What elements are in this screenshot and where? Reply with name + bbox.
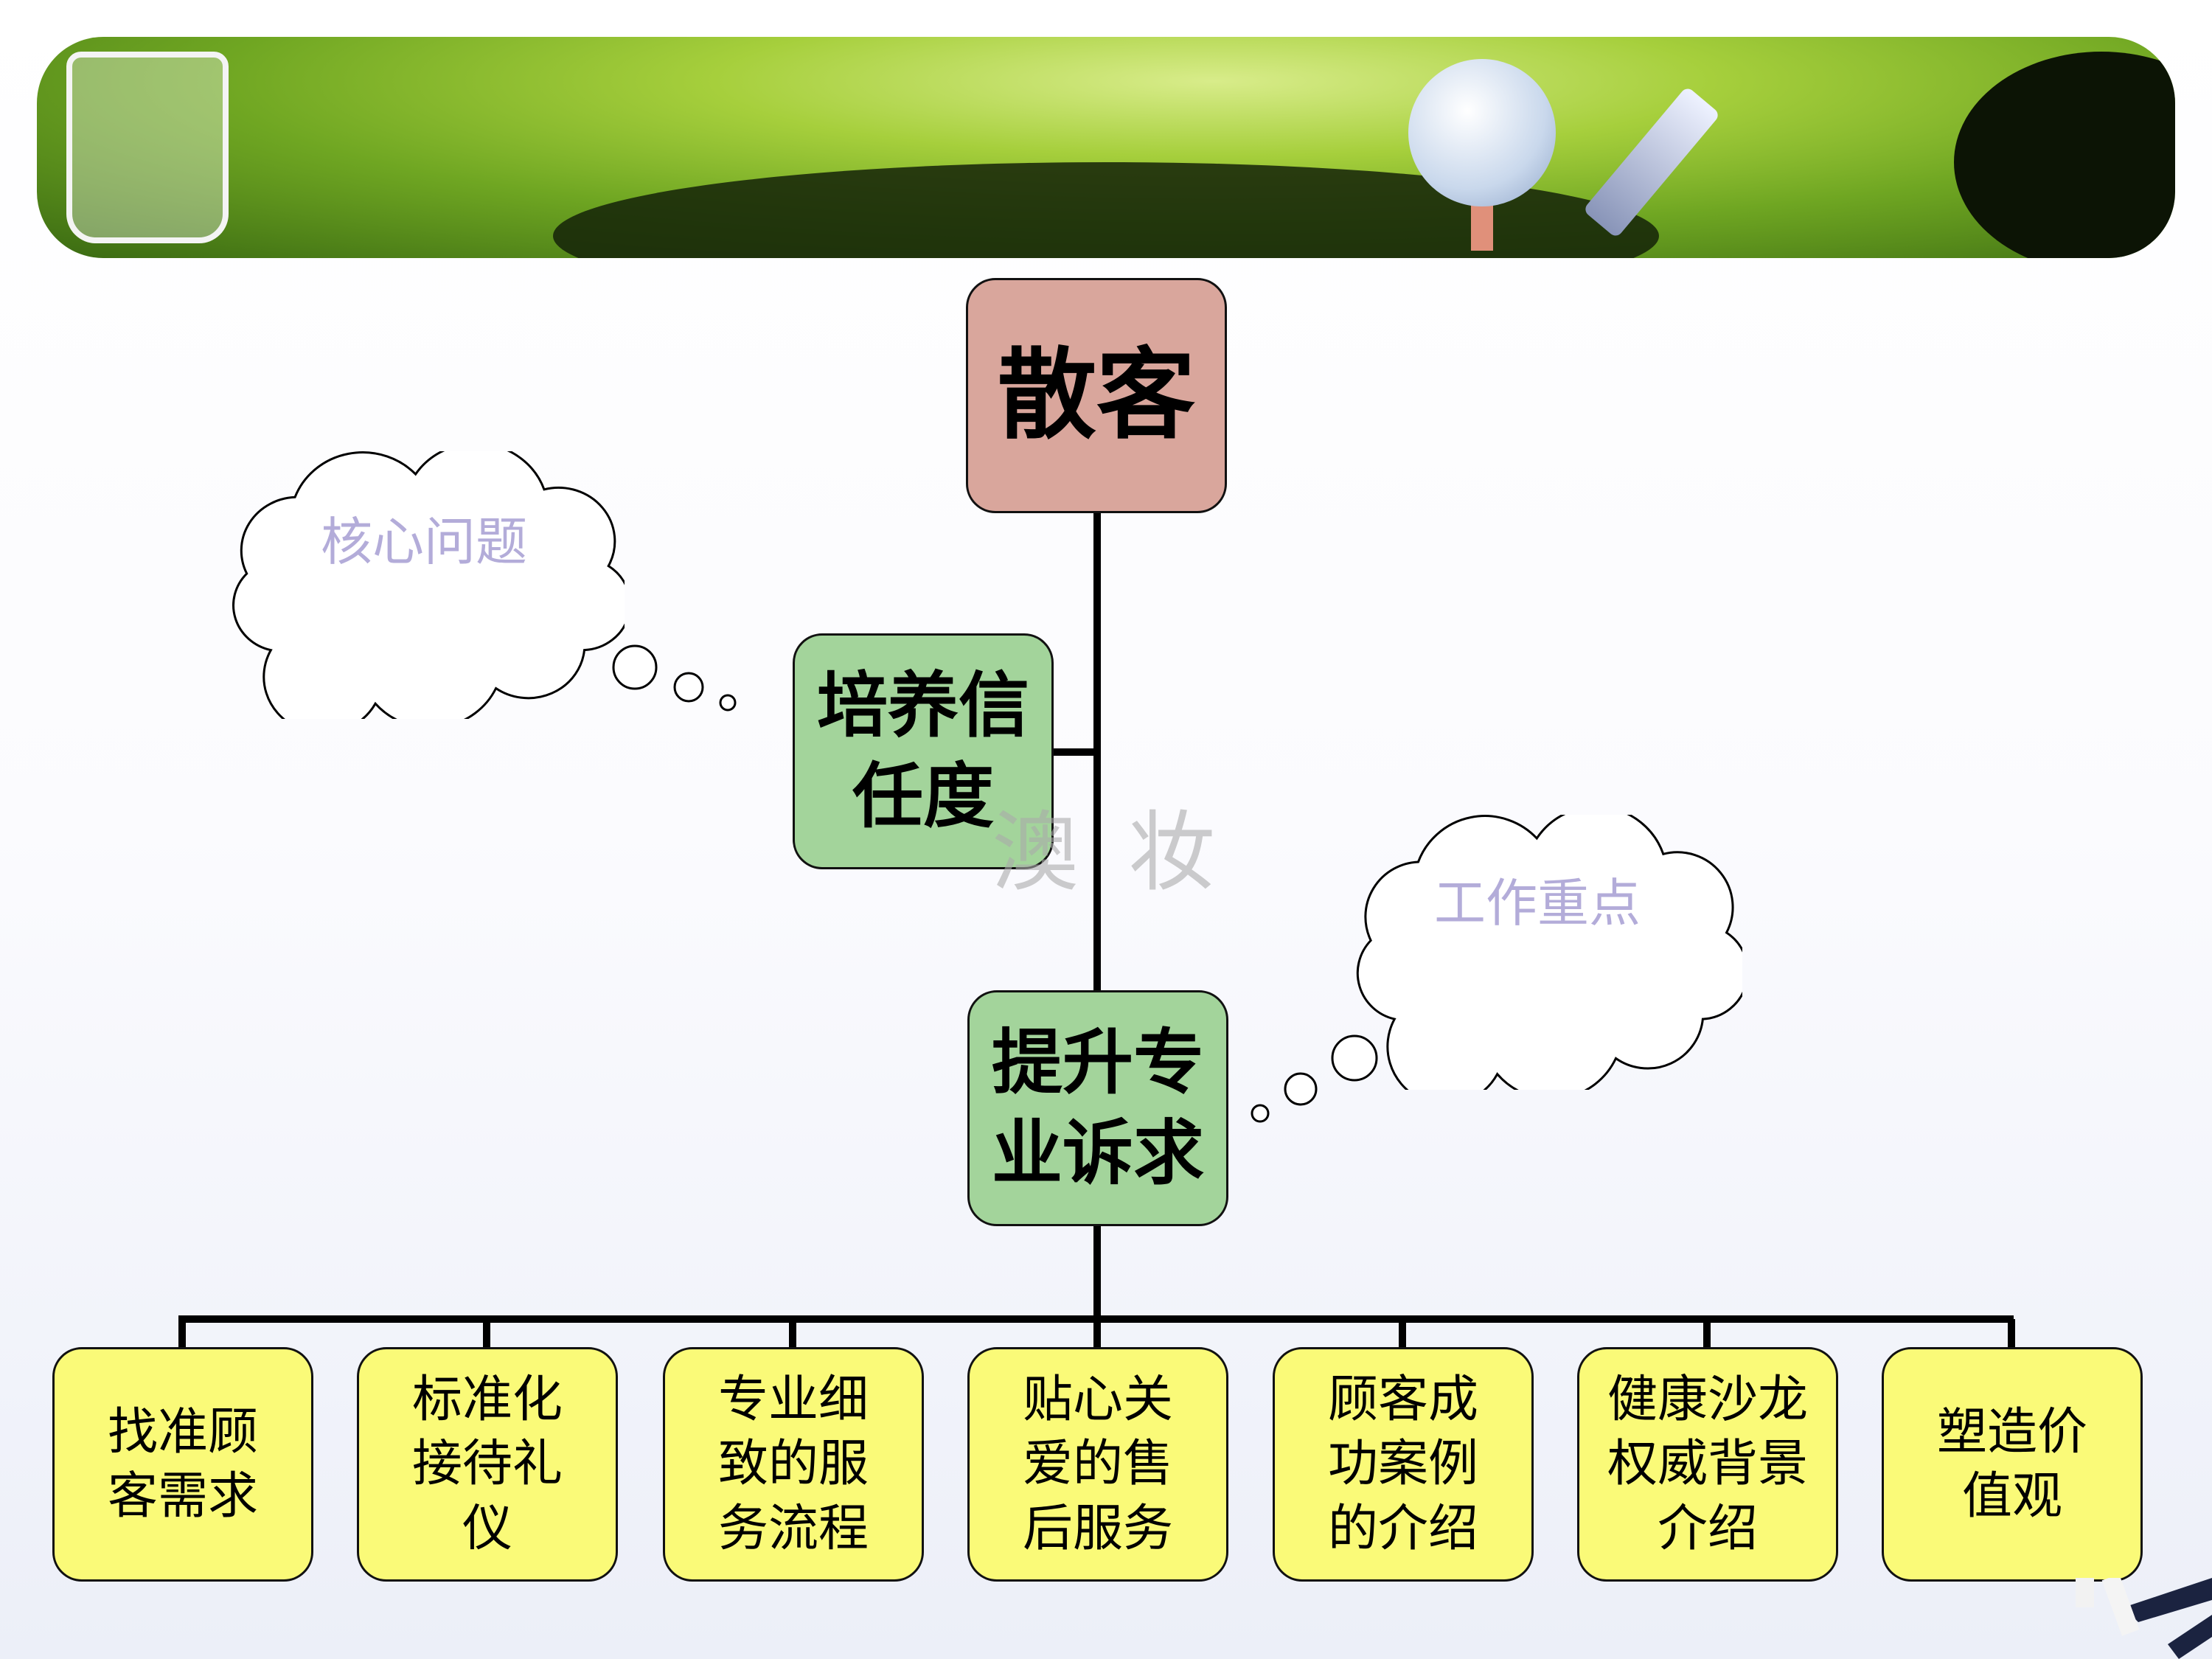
node-label: 塑造价值观 [1936,1402,2087,1526]
node-label: 找准顾客需求 [107,1402,258,1526]
thought-cloud-core-issue [234,451,625,719]
thought-bubble [719,694,737,712]
drop-lines [178,1319,2015,1347]
node-label: 健康沙龙权威背景介绍 [1607,1371,1808,1558]
node-label: 专业细致的服务流程 [717,1371,869,1558]
leaf-node: 找准顾客需求 [52,1347,313,1582]
golf-banner-image [37,37,2175,258]
node-label: 培养信任度 [817,664,1029,838]
callout-core-issue: 核心问题 [321,512,527,572]
thought-cloud-work-focus [1357,815,1742,1090]
callout-work-focus: 工作重点 [1434,873,1641,933]
golf-ball-image [1408,59,1556,206]
node-label: 贴心关爱的售后服务 [1022,1371,1173,1558]
golf-cart-image [66,52,229,243]
leaf-node: 健康沙龙权威背景介绍 [1577,1347,1838,1582]
node-label: 标准化接待礼仪 [411,1371,563,1558]
node-professional-needs: 提升专业诉求 [967,990,1228,1226]
root-node-label: 散客 [997,337,1195,453]
thought-bubble [612,644,658,690]
golf-tee-image [1471,199,1493,251]
thought-bubble [673,672,704,703]
leaf-node: 贴心关爱的售后服务 [967,1347,1228,1582]
node-build-trust: 培养信任度 [793,633,1054,869]
walking-person-image [2076,1578,2212,1659]
thought-bubble [1251,1104,1270,1123]
leaf-node: 塑造价值观 [1882,1347,2143,1582]
node-label: 提升专业诉求 [992,1021,1204,1194]
root-node: 散客 [966,278,1227,513]
node-label: 顾客成功案例的介绍 [1327,1371,1478,1558]
leaf-node: 标准化接待礼仪 [357,1347,618,1582]
thought-bubble [1331,1034,1378,1082]
leaf-node: 顾客成功案例的介绍 [1273,1347,1534,1582]
leaf-node: 专业细致的服务流程 [663,1347,924,1582]
thought-bubble [1284,1072,1318,1106]
